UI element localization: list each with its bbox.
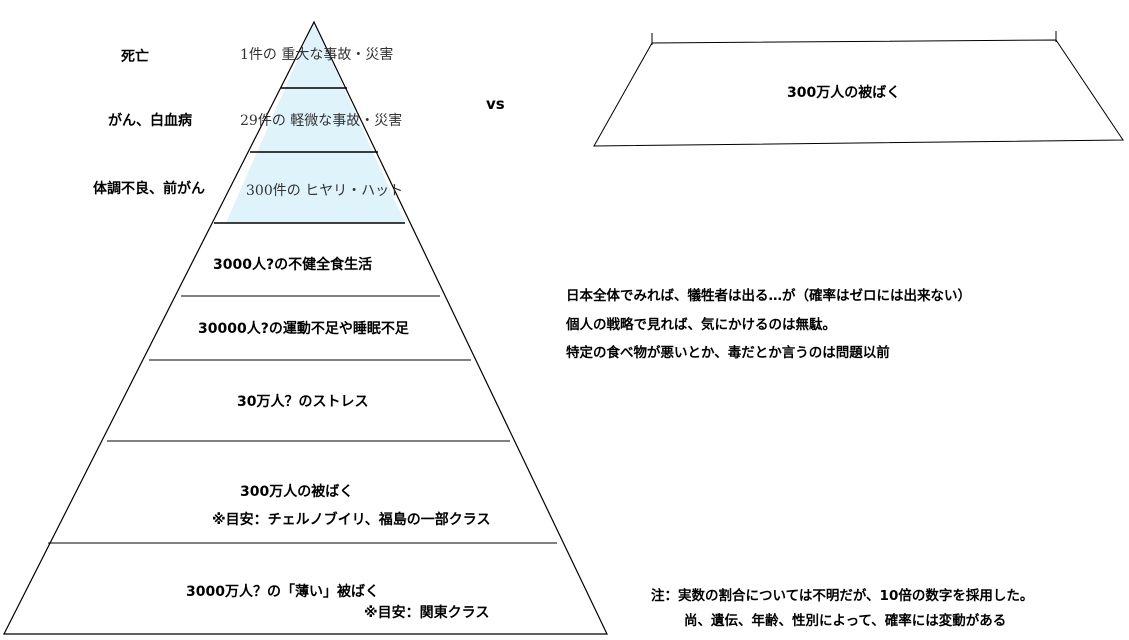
vs-label: vs xyxy=(486,95,505,113)
trapezoid-label: 300万人の被ばく xyxy=(787,85,901,101)
footnote-line-1: 注：実数の割合については不明だが、10倍の数字を採用した。 xyxy=(651,588,1034,604)
label-ill-health: 体調不良、前がん xyxy=(93,181,205,197)
tier-exposure: 300万人の被ばく xyxy=(240,484,354,500)
tier-minor-accident: 29件の 軽微な事故・災害 xyxy=(240,113,403,129)
pyramid-top-section xyxy=(226,22,405,223)
tier-near-miss: 300件の ヒヤリ・ハット xyxy=(246,183,404,199)
tier-thin-exposure: 3000万人？の「薄い」被ばく xyxy=(186,584,379,600)
commentary-line-1: 日本全体でみれば、犠牲者は出る…が（確率はゼロには出来ない） xyxy=(566,288,971,304)
tier-serious-accident: 1件の 重大な事故・災害 xyxy=(240,47,394,63)
tier-unhealthy-diet: 3000人?の不健全食生活 xyxy=(213,257,373,273)
label-cancer: がん、白血病 xyxy=(108,113,192,129)
tier-thin-exposure-note: ※目安：関東クラス xyxy=(364,605,490,621)
pyramid-outline xyxy=(3,20,608,635)
tier-exercise-sleep: 30000人?の運動不足や睡眠不足 xyxy=(198,321,409,337)
commentary-line-3: 特定の食べ物が悪いとか、毒だとか言うのは問題以前 xyxy=(566,345,890,361)
trapezoid-shape xyxy=(593,39,1124,147)
footnote-line-2: 尚、遺伝、年齢、性別によって、確率には変動がある xyxy=(684,613,1007,629)
tier-exposure-note: ※目安：チェルノブイリ、福島の一部クラス xyxy=(212,512,491,528)
label-death: 死亡 xyxy=(121,49,149,65)
tier-stress: 30万人？のストレス xyxy=(237,394,369,410)
commentary-line-2: 個人の戦略で見れば、気にかけるのは無駄。 xyxy=(566,317,836,333)
